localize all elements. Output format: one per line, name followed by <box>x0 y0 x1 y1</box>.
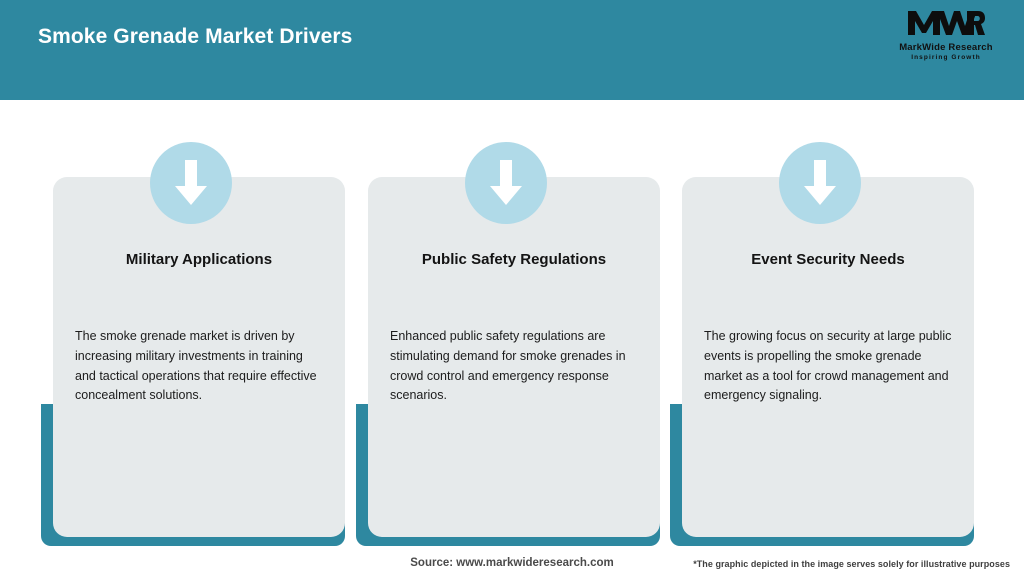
disclaimer-label: *The graphic depicted in the image serve… <box>693 559 1010 569</box>
card-panel-3: Event Security Needs The growing focus o… <box>682 177 974 537</box>
card-description-1: The smoke grenade market is driven by in… <box>75 329 317 403</box>
card-panel-1: Military Applications The smoke grenade … <box>53 177 345 537</box>
driver-card-2[interactable]: Public Safety Regulations Enhanced publi… <box>356 0 660 576</box>
arrow-down-icon <box>779 142 861 224</box>
card-description-2: Enhanced public safety regulations are s… <box>390 329 626 403</box>
arrow-down-icon <box>465 142 547 224</box>
card-description-3: The growing focus on security at large p… <box>704 329 952 403</box>
card-title-1: Military Applications <box>125 251 273 268</box>
card-title-3: Event Security Needs <box>751 251 905 268</box>
driver-card-3[interactable]: Event Security Needs The growing focus o… <box>670 0 974 576</box>
page-title: Smoke Grenade Market Drivers <box>38 25 353 48</box>
arrow-down-icon <box>150 142 232 224</box>
source-label: Source: www.markwideresearch.com <box>410 557 614 569</box>
logo-tagline: Inspiring Growth <box>911 54 981 61</box>
mwr-monogram-icon <box>886 10 1006 41</box>
driver-card-1[interactable]: Military Applications The smoke grenade … <box>41 0 345 576</box>
card-panel-2: Public Safety Regulations Enhanced publi… <box>368 177 660 537</box>
card-title-2: Public Safety Regulations <box>421 251 607 268</box>
markwide-research-logo: MarkWide Research Inspiring Growth <box>886 10 1006 66</box>
logo-company-name: MarkWide Research <box>899 42 993 53</box>
page-header: Smoke Grenade Market Drivers MarkWide Re… <box>0 0 1024 100</box>
